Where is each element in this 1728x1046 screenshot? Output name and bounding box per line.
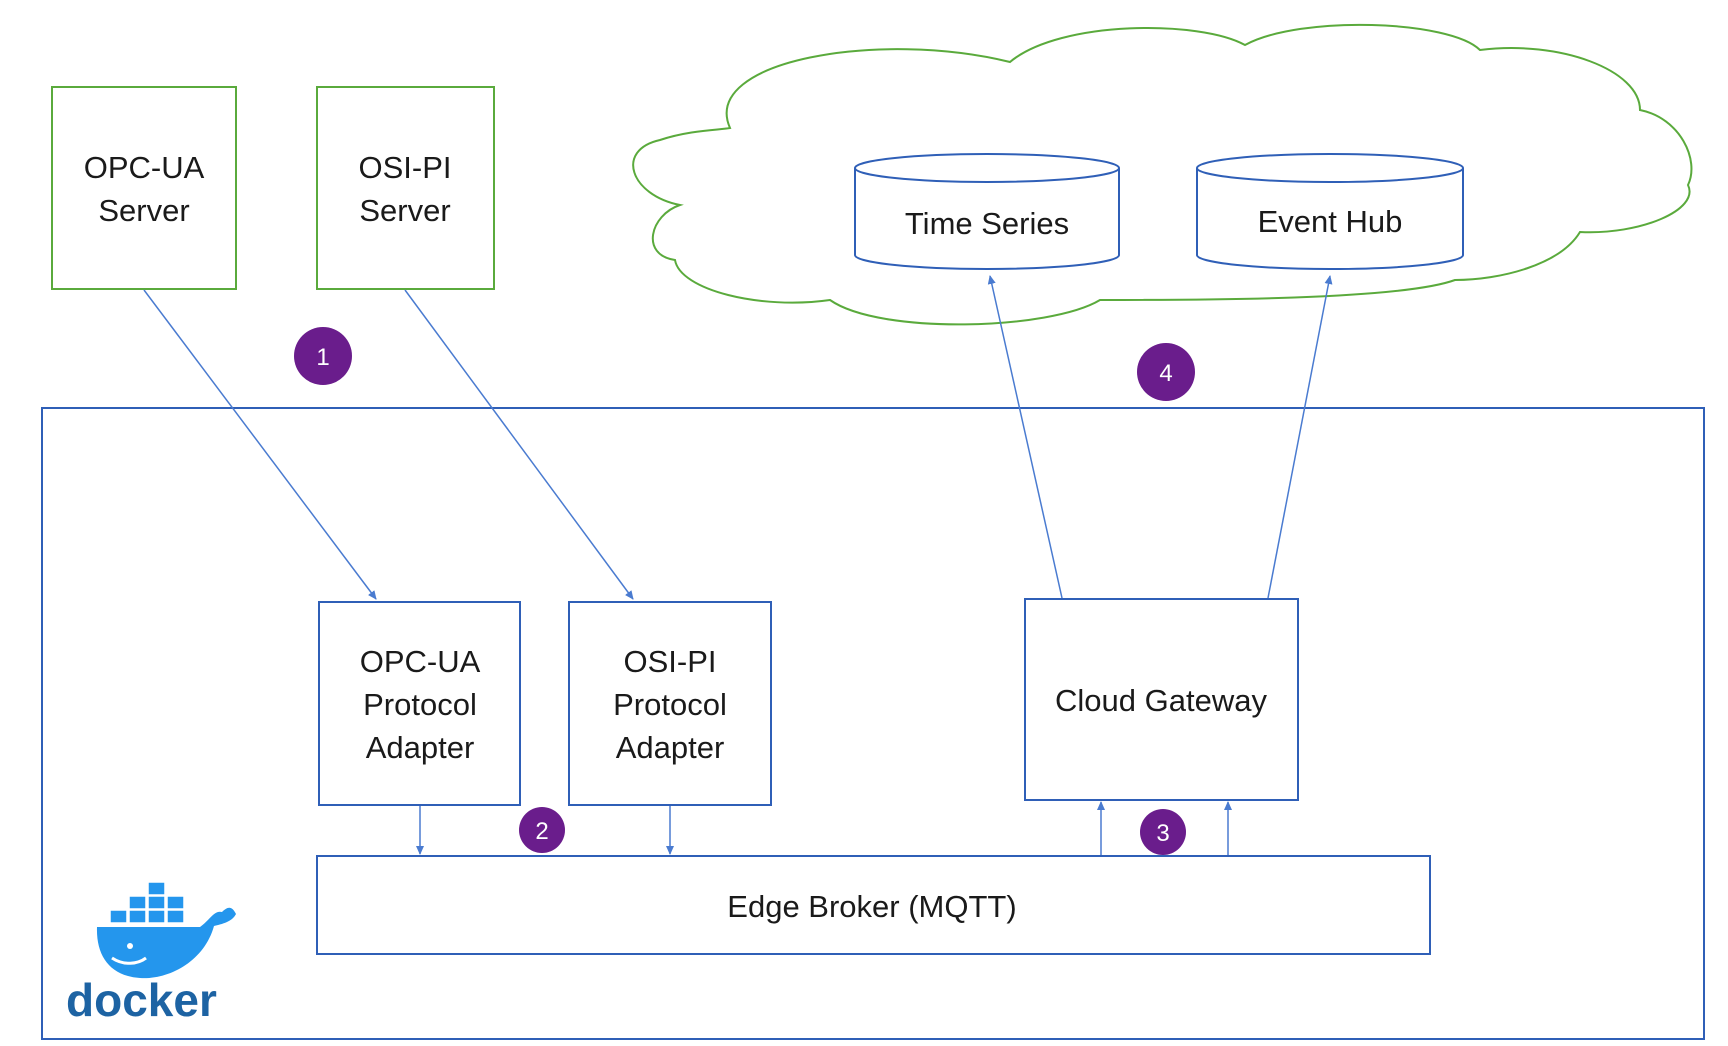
time-series-db: Time Series bbox=[854, 153, 1120, 270]
event-hub-db: Event Hub bbox=[1196, 153, 1464, 270]
osipi-server-box: OSI-PI Server bbox=[316, 86, 495, 290]
step-badge-2: 2 bbox=[519, 807, 565, 853]
arrows bbox=[143, 275, 1333, 855]
docker-container-boundary bbox=[41, 407, 1705, 1040]
osipi-adapter-label-line3: Adapter bbox=[616, 730, 725, 765]
database-cylinder-icon bbox=[1196, 168, 1464, 270]
cloud-gateway-label: Cloud Gateway bbox=[1055, 683, 1267, 718]
edge-broker-box: Edge Broker (MQTT) bbox=[316, 855, 1431, 955]
osipi-server-label-line2: Server bbox=[359, 193, 450, 228]
time-series-label: Time Series bbox=[905, 206, 1069, 241]
docker-logo: docker bbox=[66, 881, 236, 1026]
step-badge-2-label: 2 bbox=[535, 818, 548, 845]
database-cylinder-icon bbox=[854, 168, 1120, 270]
step-badge-4: 4 bbox=[1137, 343, 1195, 401]
step-badge-1: 1 bbox=[294, 327, 352, 385]
opcua-adapter-label-line2: Protocol bbox=[363, 687, 477, 722]
cloud-gateway-box: Cloud Gateway bbox=[1024, 598, 1299, 801]
edge-broker-label: Edge Broker (MQTT) bbox=[727, 889, 1016, 924]
osipi-adapter-label-line1: OSI-PI bbox=[623, 644, 716, 679]
arrow-gateway-to-event-hub bbox=[1267, 275, 1333, 599]
cloud bbox=[632, 23, 1693, 326]
opcua-adapter-label-line1: OPC-UA bbox=[360, 644, 481, 679]
arrow-osipi-server-to-adapter bbox=[404, 289, 634, 600]
docker-whale-icon bbox=[96, 881, 236, 979]
osipi-adapter-box: OSI-PI Protocol Adapter bbox=[568, 601, 772, 806]
osipi-adapter-label-line2: Protocol bbox=[613, 687, 727, 722]
cloud-shape bbox=[632, 23, 1693, 326]
opcua-server-box: OPC-UA Server bbox=[51, 86, 237, 290]
docker-wordmark: docker bbox=[66, 974, 217, 1026]
arrow-opcua-server-to-adapter bbox=[143, 289, 377, 600]
step-badge-3: 3 bbox=[1140, 809, 1186, 855]
opcua-adapter-label-line3: Adapter bbox=[366, 730, 475, 765]
opcua-server-label-line1: OPC-UA bbox=[84, 150, 205, 185]
opcua-adapter-box: OPC-UA Protocol Adapter bbox=[318, 601, 521, 806]
osipi-server-label-line1: OSI-PI bbox=[358, 150, 451, 185]
step-badge-1-label: 1 bbox=[316, 344, 329, 371]
step-badge-4-label: 4 bbox=[1159, 360, 1172, 387]
arrow-gateway-to-time-series bbox=[987, 275, 1063, 599]
event-hub-label: Event Hub bbox=[1258, 204, 1403, 239]
step-badge-3-label: 3 bbox=[1156, 820, 1169, 847]
opcua-server-label-line2: Server bbox=[98, 193, 189, 228]
